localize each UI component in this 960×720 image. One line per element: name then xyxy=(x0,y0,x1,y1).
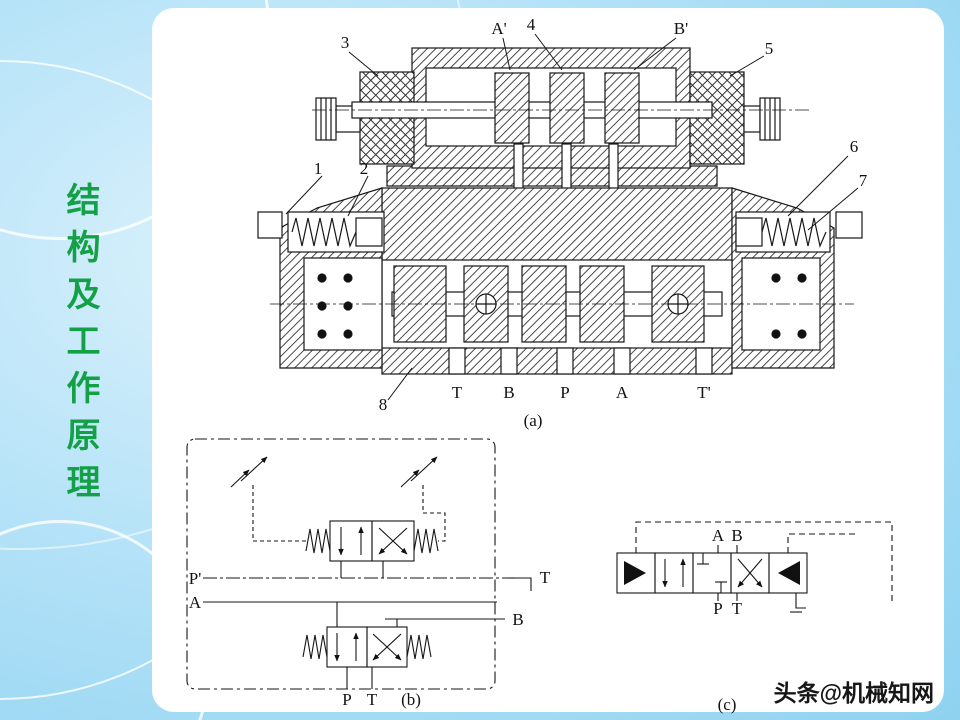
left-adjust-nut xyxy=(257,211,283,239)
solenoid-right xyxy=(768,552,808,594)
right-adjust-nut xyxy=(835,211,863,239)
solenoid-left xyxy=(616,552,656,594)
callout-3: 3 xyxy=(341,33,350,52)
pilot-valve-symbol xyxy=(305,520,439,562)
callout-a-prime: A' xyxy=(491,19,506,38)
callout-5: 5 xyxy=(765,39,774,58)
callout-4: 4 xyxy=(527,16,536,34)
port-label-a: A xyxy=(189,593,202,612)
port-label-p: P xyxy=(342,690,351,709)
spring-symbol xyxy=(302,634,328,660)
port-label-p: P xyxy=(713,599,722,618)
port-label-t-bottom: T xyxy=(367,690,378,709)
callout-6: 6 xyxy=(850,137,859,156)
subplate-boundary xyxy=(186,438,496,690)
right-return-spring xyxy=(735,211,831,253)
figure-b-labels: P' A T B P T (b) xyxy=(189,568,551,709)
figure-b-caption: (b) xyxy=(401,690,421,709)
figure-a-labels: 3 A' 4 B' 5 1 2 6 7 8 T B P A T' (a) xyxy=(314,16,868,430)
figure-a-sectional-drawing: 3 A' 4 B' 5 1 2 6 7 8 T B P A T' (a) xyxy=(257,16,868,430)
callout-7: 7 xyxy=(859,171,868,190)
callout-leader-lines xyxy=(285,33,859,401)
port-label-b: B xyxy=(503,383,514,402)
port-label-p: P xyxy=(560,383,569,402)
figure-c-caption: (c) xyxy=(718,695,737,714)
drain-line xyxy=(795,593,806,609)
watermark-text: 头条@机械知网 xyxy=(773,680,934,706)
callout-2: 2 xyxy=(360,159,369,178)
port-label-t-prime: T' xyxy=(697,383,710,402)
figure-c-valve-symbol: A B P T (c) xyxy=(616,521,893,714)
figure-a-caption: (a) xyxy=(524,411,543,430)
tank-connection xyxy=(515,577,532,591)
port-label-b: B xyxy=(731,526,742,545)
spring-symbol xyxy=(406,634,432,660)
throttle-valve-left xyxy=(230,456,268,488)
valve-positions xyxy=(654,552,770,594)
main-valve-body xyxy=(257,187,863,375)
port-label-a: A xyxy=(712,526,725,545)
left-return-spring xyxy=(287,211,385,253)
port-label-t: T xyxy=(452,383,463,402)
figure-c-labels: A B P T (c) xyxy=(712,526,743,714)
port-label-b: B xyxy=(512,610,523,629)
spring-symbol xyxy=(305,528,331,554)
slide-title-vertical: 结构及工作原理 xyxy=(61,182,98,511)
main-valve-symbol xyxy=(302,626,432,668)
pilot-valve-assembly xyxy=(312,47,812,261)
port-label-p-prime: P' xyxy=(189,569,202,588)
pilot-line xyxy=(787,533,858,553)
callout-b-prime: B' xyxy=(674,19,688,38)
throttle-valve-right xyxy=(400,456,438,488)
port-label-t-right: T xyxy=(540,568,551,587)
callout-8: 8 xyxy=(379,395,388,414)
callout-1: 1 xyxy=(314,159,323,178)
port-label-t: T xyxy=(732,599,743,618)
figure-b-hydraulic-schematic: P' A T B P T (b) xyxy=(186,438,551,709)
spring-symbol xyxy=(413,528,439,554)
port-label-a: A xyxy=(616,383,629,402)
pilot-line xyxy=(635,521,893,603)
